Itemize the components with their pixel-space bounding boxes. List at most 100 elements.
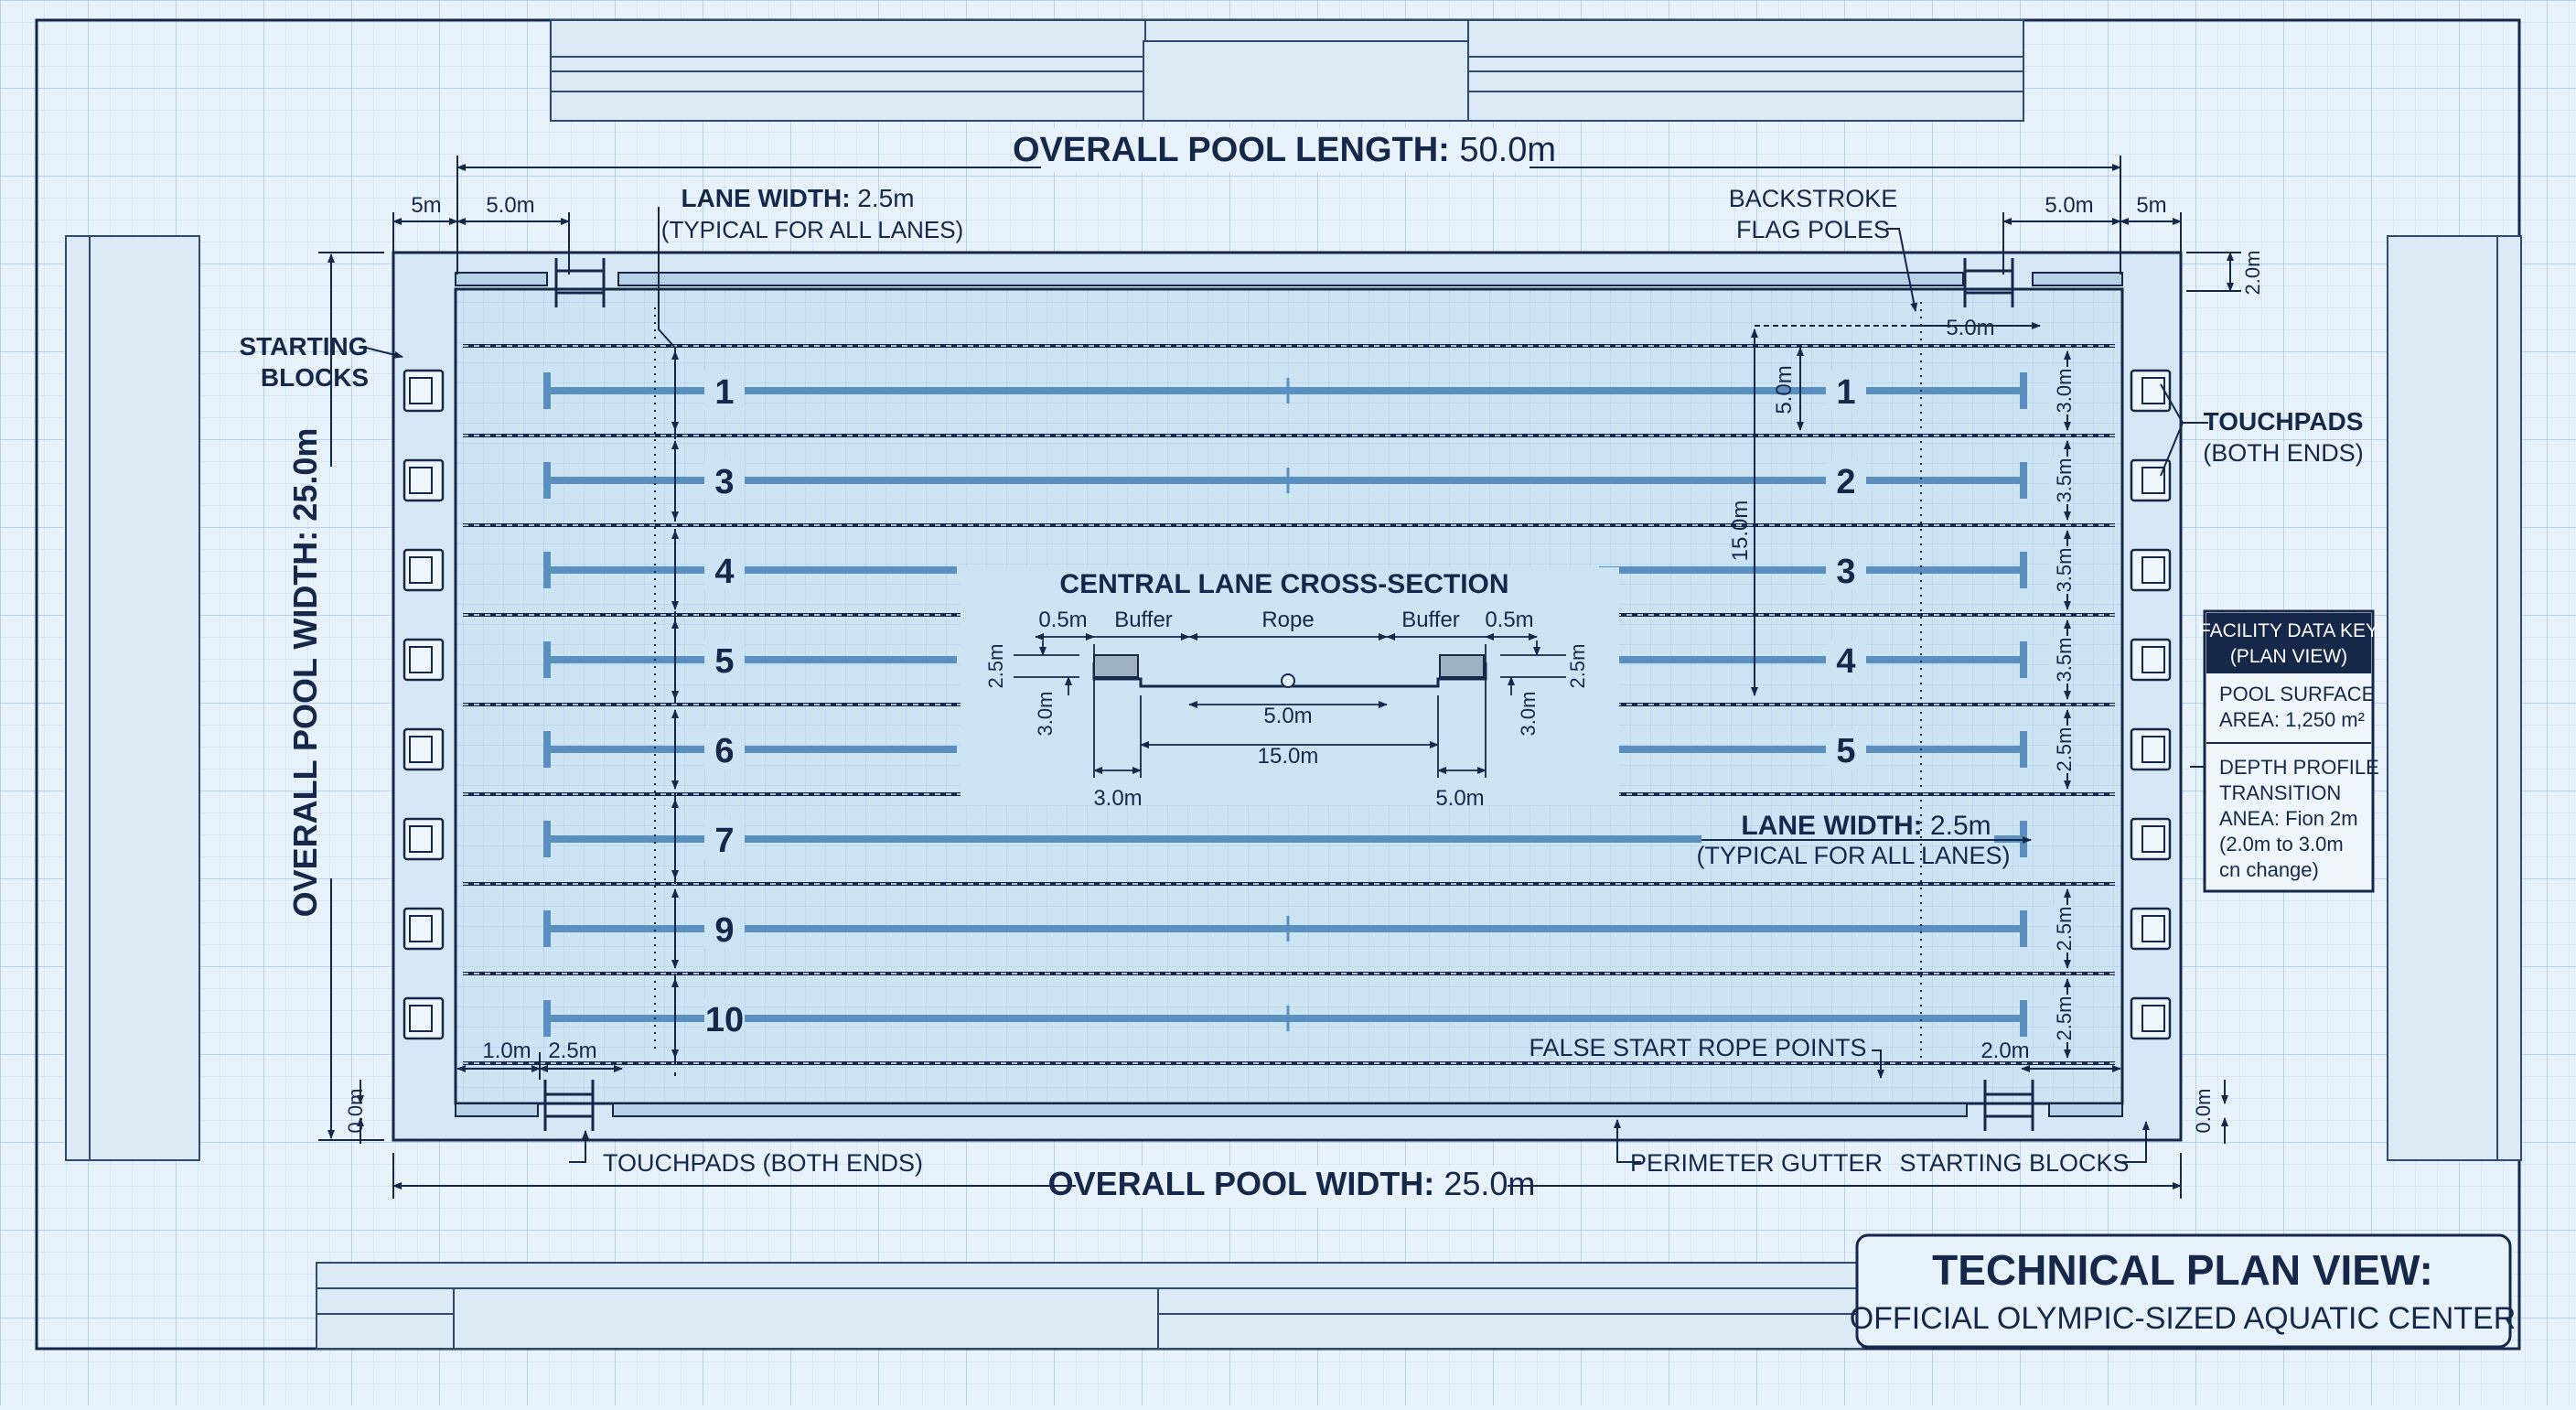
block-body (2130, 817, 2172, 861)
facility-data-key: FACILITY DATA KEY (PLAN VIEW) POOL SURFA… (2190, 609, 2379, 893)
starting-block (2130, 458, 2172, 502)
touchpads-bottom: TOUCHPADS (BOTH ENDS) (603, 1149, 923, 1177)
title-block-title: TECHNICAL PLAN VIEW: (1932, 1246, 2433, 1294)
lane-number-left: 1 (714, 373, 734, 412)
small-dimension-labels: 5m 5.0m 5.0m 5m 2.0m 5.0m 15.0m 5.0m 1.0… (344, 193, 2264, 1133)
rope-symbol (1281, 673, 1295, 688)
lane-width-top-label: LANE WIDTH: (681, 184, 850, 212)
block-plate (409, 825, 433, 853)
cross-section-title: CENTRAL LANE CROSS-SECTION (1059, 569, 1508, 599)
cs-label-05m-right: 0.5m (1485, 608, 1533, 632)
dim-top-left-5m: 5m (411, 193, 441, 218)
starting-block (2130, 548, 2172, 592)
lane-number-right: 3 (1836, 553, 1855, 591)
dim-top-left-50m: 5.0m (486, 193, 534, 218)
block-body (402, 638, 445, 682)
lane-width-top-value: 2.5m (857, 184, 914, 212)
starting-blocks-left-line1: STARTING (239, 332, 368, 361)
touchpads-right-line1: TOUCHPADS (2204, 407, 2364, 436)
lane-number-left: 3 (714, 463, 734, 501)
title-block: TECHNICAL PLAN VIEW: OFFICIAL OLYMPIC-SI… (1850, 1233, 2517, 1349)
starting-block (2130, 369, 2172, 413)
false-start-rope-points: FALSE START ROPE POINTS (1529, 1034, 1866, 1061)
dim-left-00m: 0.0m (344, 1089, 367, 1134)
right-lane-width-label: 2.5m (2053, 907, 2076, 952)
lane-number-bg (1826, 640, 1866, 680)
block-body (402, 907, 445, 951)
block-plate (2141, 467, 2165, 494)
cs-right-depth-30: 3.0m (1517, 692, 1540, 737)
block-body (402, 458, 445, 502)
overall-labels: OVERALL POOL LENGTH: 50.0m OVERALL POOL … (286, 128, 1556, 1208)
cs-inner-5m: 5.0m (1263, 704, 1312, 728)
cs-bottom-left: 3.0m (1093, 786, 1142, 811)
backstroke-line2: FLAG POLES (1736, 216, 1890, 243)
lane: 9 (543, 888, 2027, 969)
key-item2-line3: ANEA: Fion 2m (2219, 807, 2358, 830)
key-title-line1: FACILITY DATA KEY (2199, 620, 2378, 641)
pool-ladders (543, 258, 2034, 1131)
svg-text:OVERALL POOL WIDTH: 25.0: OVERALL POOL WIDTH: 25.0m (1048, 1165, 1536, 1202)
cs-label-05m-left: 0.5m (1038, 608, 1087, 632)
lane-number-left: 10 (705, 1001, 744, 1039)
key-item2-line2: TRANSITION (2219, 781, 2341, 804)
starting-blocks-layer (402, 369, 2172, 1040)
cross-section: CENTRAL LANE CROSS-SECTION 0.5m Buffer R… (961, 567, 1619, 811)
dim-right-top-20m: 2.0m (2241, 251, 2264, 296)
perimeter-gutter (455, 272, 2123, 1117)
right-lane-width-bg (2049, 636, 2073, 683)
dim-top-right-5m: 5m (2136, 193, 2166, 218)
right-lane-width-bg (2049, 726, 2073, 773)
lane-number-left: 4 (714, 553, 734, 591)
starting-block (402, 907, 445, 951)
block-body (402, 727, 445, 771)
starting-block (2130, 638, 2172, 682)
right-lane-width-bg (2049, 905, 2073, 953)
block-plate (2141, 915, 2165, 942)
starting-blocks-left-line2: BLOCKS (261, 363, 369, 392)
right-lane-width-label: 3.5m (2053, 548, 2076, 593)
touchpads-right-line2: (BOTH ENDS) (2203, 439, 2364, 467)
lane-width-lower-value: 2.5m (1930, 811, 1991, 841)
block-body (402, 548, 445, 592)
perimeter-gutter: PERIMETER GUTTER (1630, 1149, 1883, 1177)
dim-flag-5m: 5.0m (1946, 316, 1994, 340)
starting-block (2130, 727, 2172, 771)
dim-bottom-left-10m: 1.0m (482, 1039, 531, 1063)
cs-right-depth-25: 2.5m (1566, 644, 1589, 689)
starting-block (402, 638, 445, 682)
starting-blocks-bottom: STARTING BLOCKS (1899, 1149, 2129, 1177)
svg-text:LANE WIDTH: 2.5m: LANE WIDTH: 2.5m (681, 184, 914, 212)
starting-block (2130, 907, 2172, 951)
lane-width-lower-note: (TYPICAL FOR ALL LANES) (1696, 842, 2010, 869)
block-plate (2141, 825, 2165, 853)
starting-block (402, 996, 445, 1040)
backstroke-line1: BACKSTROKE (1729, 185, 1898, 212)
cs-label-buffer-right: Buffer (1401, 608, 1460, 632)
block-body (2130, 907, 2172, 951)
block-body (402, 817, 445, 861)
cs-inner-15m: 15.0m (1258, 744, 1319, 769)
right-lane-width-bg (2049, 457, 2073, 504)
right-lane-dimensions: 3.0m3.5m3.5m3.5m2.5m2.5m2.5m (2049, 350, 2076, 1059)
block-plate (409, 556, 433, 584)
key-item2-line5: cn change) (2219, 858, 2319, 881)
title-block-subtitle: OFFICIAL OLYMPIC-SIZED AQUATIC CENTER (1850, 1301, 2517, 1336)
lane-number-bg (704, 909, 745, 949)
right-lane-width-label: 3.5m (2053, 458, 2076, 503)
dim-bottom-left-25m: 2.5m (548, 1039, 596, 1063)
block-plate (2141, 1005, 2165, 1032)
lane-width-top-note: (TYPICAL FOR ALL LANES) (661, 216, 963, 243)
dim-right-5m: 5.0m (1772, 365, 1797, 414)
lane-number-left: 6 (714, 732, 734, 770)
block-plate (409, 1005, 433, 1032)
right-lane-width-label: 3.0m (2053, 369, 2076, 414)
starting-block (402, 548, 445, 592)
block-body (2130, 369, 2172, 413)
lane-number-right: 5 (1836, 732, 1855, 770)
lane-number-bg (1826, 371, 1866, 411)
key-item2-line4: (2.0m to 3.0m (2219, 833, 2344, 856)
dim-right-15m: 15.0m (1728, 500, 1753, 562)
block-body (2130, 996, 2172, 1040)
